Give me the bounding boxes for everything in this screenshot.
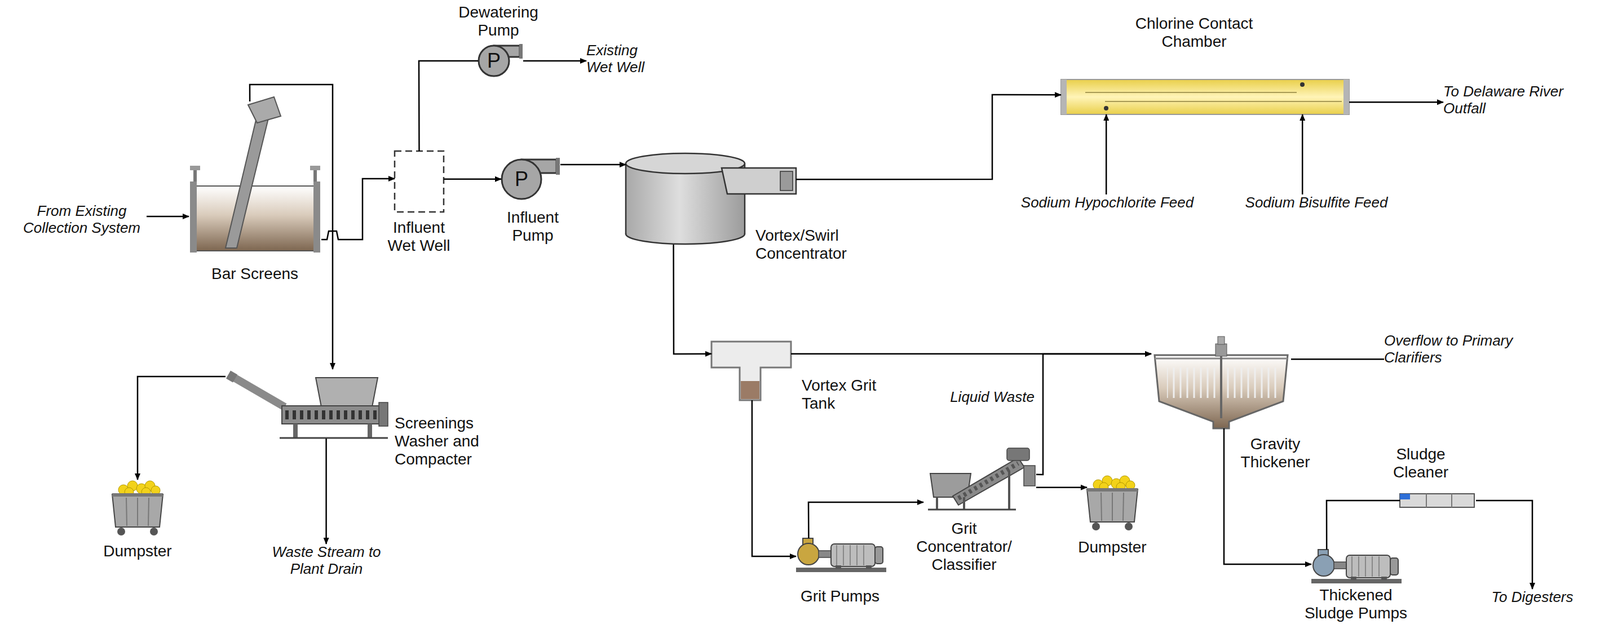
- stream-label: To Delaware River Outfall: [1443, 83, 1568, 118]
- equipment-node: Chlorine Contact Chamber: [1061, 79, 1350, 115]
- equipment-label: Dewatering Pump: [450, 3, 547, 40]
- equipment-node: Gravity Thickener: [1151, 334, 1292, 429]
- equipment-label: Vortex Grit Tank: [801, 376, 887, 413]
- equipment-label: Dumpster: [1077, 538, 1147, 557]
- flow-line: [1301, 114, 1304, 195]
- stream-terminal: Sodium Hypochlorite Feed: [1021, 194, 1194, 212]
- equipment-node: PInfluent Pump: [501, 158, 561, 200]
- stream-label: Sodium Hypochlorite Feed: [1021, 194, 1194, 212]
- equipment-node: Vortex/Swirl Concentrator: [625, 152, 797, 245]
- equipment-label: Gravity Thickener: [1232, 435, 1318, 472]
- stream-label: Waste Stream to Plant Drain: [261, 544, 392, 578]
- equipment-label: Dumpster: [103, 542, 172, 561]
- stream-terminal: From Existing Collection System: [16, 202, 147, 237]
- equipment-node: Thickened Sludge Pumps: [1311, 549, 1402, 584]
- equipment-node: Bar Screens: [188, 101, 322, 254]
- equipment-node: Dewatering PumpP: [478, 43, 524, 78]
- equipment-label: Screenings Washer and Compacter: [394, 414, 494, 470]
- equipment-node: Grit Concentrator/ Classifier: [923, 445, 1037, 511]
- equipment-label: Bar Screens: [211, 264, 299, 284]
- equipment-label: Influent Wet Well: [382, 218, 456, 255]
- flow-line: [673, 244, 712, 355]
- equipment-label: Thickened Sludge Pumps: [1293, 586, 1418, 623]
- stream-terminal: Waste Stream to Plant Drain: [261, 544, 392, 578]
- equipment-label: Chlorine Contact Chamber: [1120, 14, 1268, 51]
- flow-line: [418, 60, 479, 152]
- stream-terminal: To Digesters: [1491, 589, 1574, 607]
- flow-line: [1105, 114, 1108, 195]
- equipment-label: Influent Pump: [496, 208, 570, 245]
- flow-line: [325, 438, 327, 545]
- equipment-label: Grit Concentrator/ Classifier: [904, 519, 1024, 575]
- flow-line: [1036, 354, 1152, 475]
- flow-line: [1036, 487, 1087, 489]
- equipment-label: Grit Pumps: [800, 587, 880, 606]
- flow-line: [443, 178, 502, 180]
- flow-line: [1349, 101, 1444, 104]
- flow-line: [249, 84, 333, 370]
- pump-letter: P: [487, 49, 501, 73]
- flow-line: [808, 502, 924, 539]
- flow-line: [1326, 500, 1400, 550]
- flow-line: [523, 60, 587, 63]
- equipment-node: Sludge Cleaner: [1399, 491, 1476, 510]
- edge-label: Liquid Waste: [948, 389, 1037, 406]
- stream-terminal: Existing Wet Well: [586, 42, 666, 77]
- equipment-node: Dumpster: [112, 479, 164, 538]
- stream-label: Sodium Bisulfite Feed: [1245, 194, 1389, 212]
- stream-label: To Digesters: [1491, 589, 1574, 607]
- pump-letter: P: [514, 167, 529, 191]
- stream-label: Overflow to Primary Clarifiers: [1384, 332, 1554, 367]
- flow-line: [752, 400, 797, 557]
- flow-line: [796, 94, 1062, 180]
- equipment-label: Vortex/Swirl Concentrator: [755, 226, 880, 263]
- flow-line: [1475, 500, 1533, 590]
- flow-line: [1291, 358, 1385, 361]
- stream-label: From Existing Collection System: [16, 202, 147, 237]
- equipment-node: Grit Pumps: [796, 538, 887, 573]
- equipment-node: Screenings Washer and Compacter: [225, 369, 388, 439]
- flow-line: [560, 164, 626, 166]
- stream-label: Existing Wet Well: [586, 42, 666, 77]
- stream-terminal: To Delaware River Outfall: [1443, 83, 1568, 118]
- stream-terminal: Sodium Bisulfite Feed: [1245, 194, 1389, 212]
- equipment-node: Vortex Grit Tank: [711, 341, 791, 401]
- equipment-label: Sludge Cleaner: [1384, 445, 1458, 482]
- flow-line: [146, 215, 189, 218]
- stream-terminal: Overflow to Primary Clarifiers: [1384, 332, 1554, 367]
- equipment-node: Dumpster: [1086, 474, 1138, 532]
- equipment-node: Influent Wet Well: [394, 151, 444, 212]
- flow-line: [137, 376, 226, 480]
